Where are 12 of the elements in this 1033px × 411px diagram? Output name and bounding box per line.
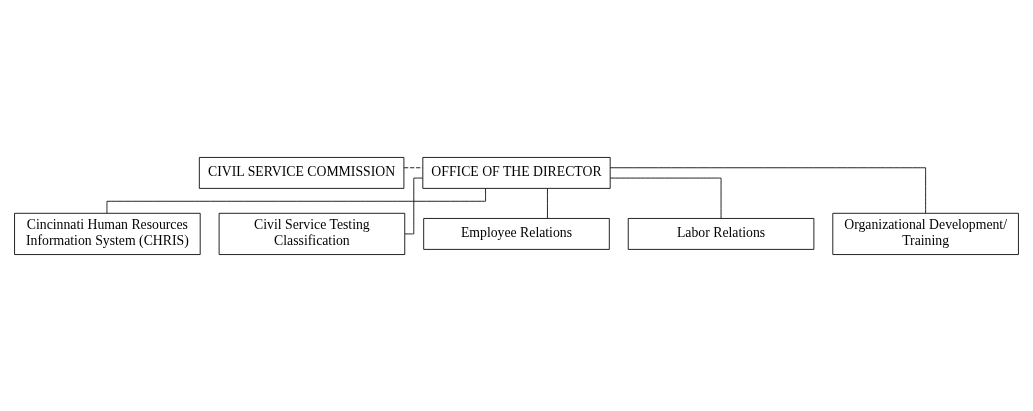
node-box: Civil Service Testing Classification: [218, 212, 406, 255]
node-box: Cincinnati Human Resources Information System (CHRIS): [14, 212, 201, 255]
connector: [403, 166, 423, 168]
connector: [404, 177, 423, 234]
node-box: OFFICE OF THE DIRECTOR: [422, 156, 611, 189]
node-box: CIVIL SERVICE COMMISSION: [198, 156, 405, 189]
connector: [609, 166, 927, 213]
connector: [609, 177, 722, 219]
node-box: Labor Relations: [627, 217, 815, 250]
node-box: Organizational Development/ Training: [832, 212, 1019, 255]
connector: [547, 187, 548, 218]
node-box: Employee Relations: [423, 217, 610, 250]
